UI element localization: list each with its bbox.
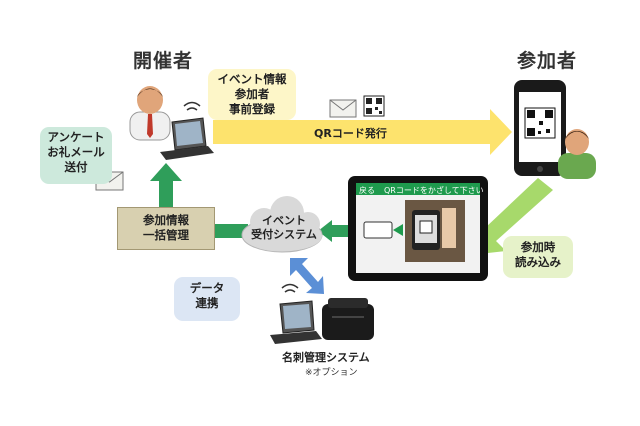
organizer-person-icon — [129, 86, 171, 141]
qr-issue-label: QRコード発行 — [314, 127, 387, 140]
registration-callout: イベント情報 参加者 事前登録 — [208, 69, 296, 120]
cloud-line-1: イベント — [262, 214, 306, 227]
data-link-line-2: 連携 — [195, 296, 219, 310]
tablet-prompt: QRコードをかざして下さい — [384, 186, 484, 195]
registration-line-1: イベント情報 — [217, 72, 287, 86]
checkin-callout: 参加時 読み込み — [503, 236, 573, 278]
smartphone-icon — [514, 80, 566, 176]
checkin-line-1: 参加時 — [520, 240, 556, 254]
registration-line-3: 事前登録 — [229, 102, 275, 116]
tablet-back-label: 戻る — [359, 186, 375, 195]
qr-issue-arrow — [213, 109, 512, 155]
survey-line-1: アンケート — [47, 130, 105, 144]
participant-title: 参加者 — [517, 50, 578, 72]
cloud-shape — [241, 196, 323, 253]
organizer-laptop-icon — [160, 101, 214, 160]
survey-callout: アンケート お礼メール 送付 — [40, 127, 112, 184]
qr-icon-top — [363, 95, 385, 117]
data-link-callout: データ 連携 — [174, 277, 240, 321]
data-link-arrow — [290, 258, 324, 294]
card-system-title: 名刺管理システム — [282, 351, 370, 364]
cloud-label: イベント 受付システム — [246, 214, 322, 242]
checkin-line-2: 読み込み — [515, 255, 561, 269]
management-line-1: 参加情報 — [143, 213, 189, 227]
card-system-note: ※オプション — [305, 368, 358, 378]
registration-line-2: 参加者 — [234, 87, 270, 101]
participant-person-icon — [558, 129, 596, 179]
data-link-line-1: データ — [189, 281, 225, 295]
survey-line-2: お礼メール — [47, 145, 105, 159]
survey-line-3: 送付 — [64, 160, 88, 174]
envelope-icon-top — [329, 99, 357, 118]
management-box: 参加情報 一括管理 — [117, 207, 215, 250]
management-line-2: 一括管理 — [143, 228, 189, 242]
tablet-device — [348, 176, 488, 281]
phone-to-tablet-arrow — [470, 178, 553, 255]
tablet-to-cloud-arrow — [318, 220, 350, 242]
organizer-title: 開催者 — [133, 50, 194, 72]
scanner-icon — [322, 298, 374, 340]
management-cloud-link — [213, 224, 248, 238]
bottom-laptop-icon — [270, 283, 322, 344]
up-arrow-organizer — [150, 163, 182, 208]
cloud-line-2: 受付システム — [251, 228, 317, 241]
